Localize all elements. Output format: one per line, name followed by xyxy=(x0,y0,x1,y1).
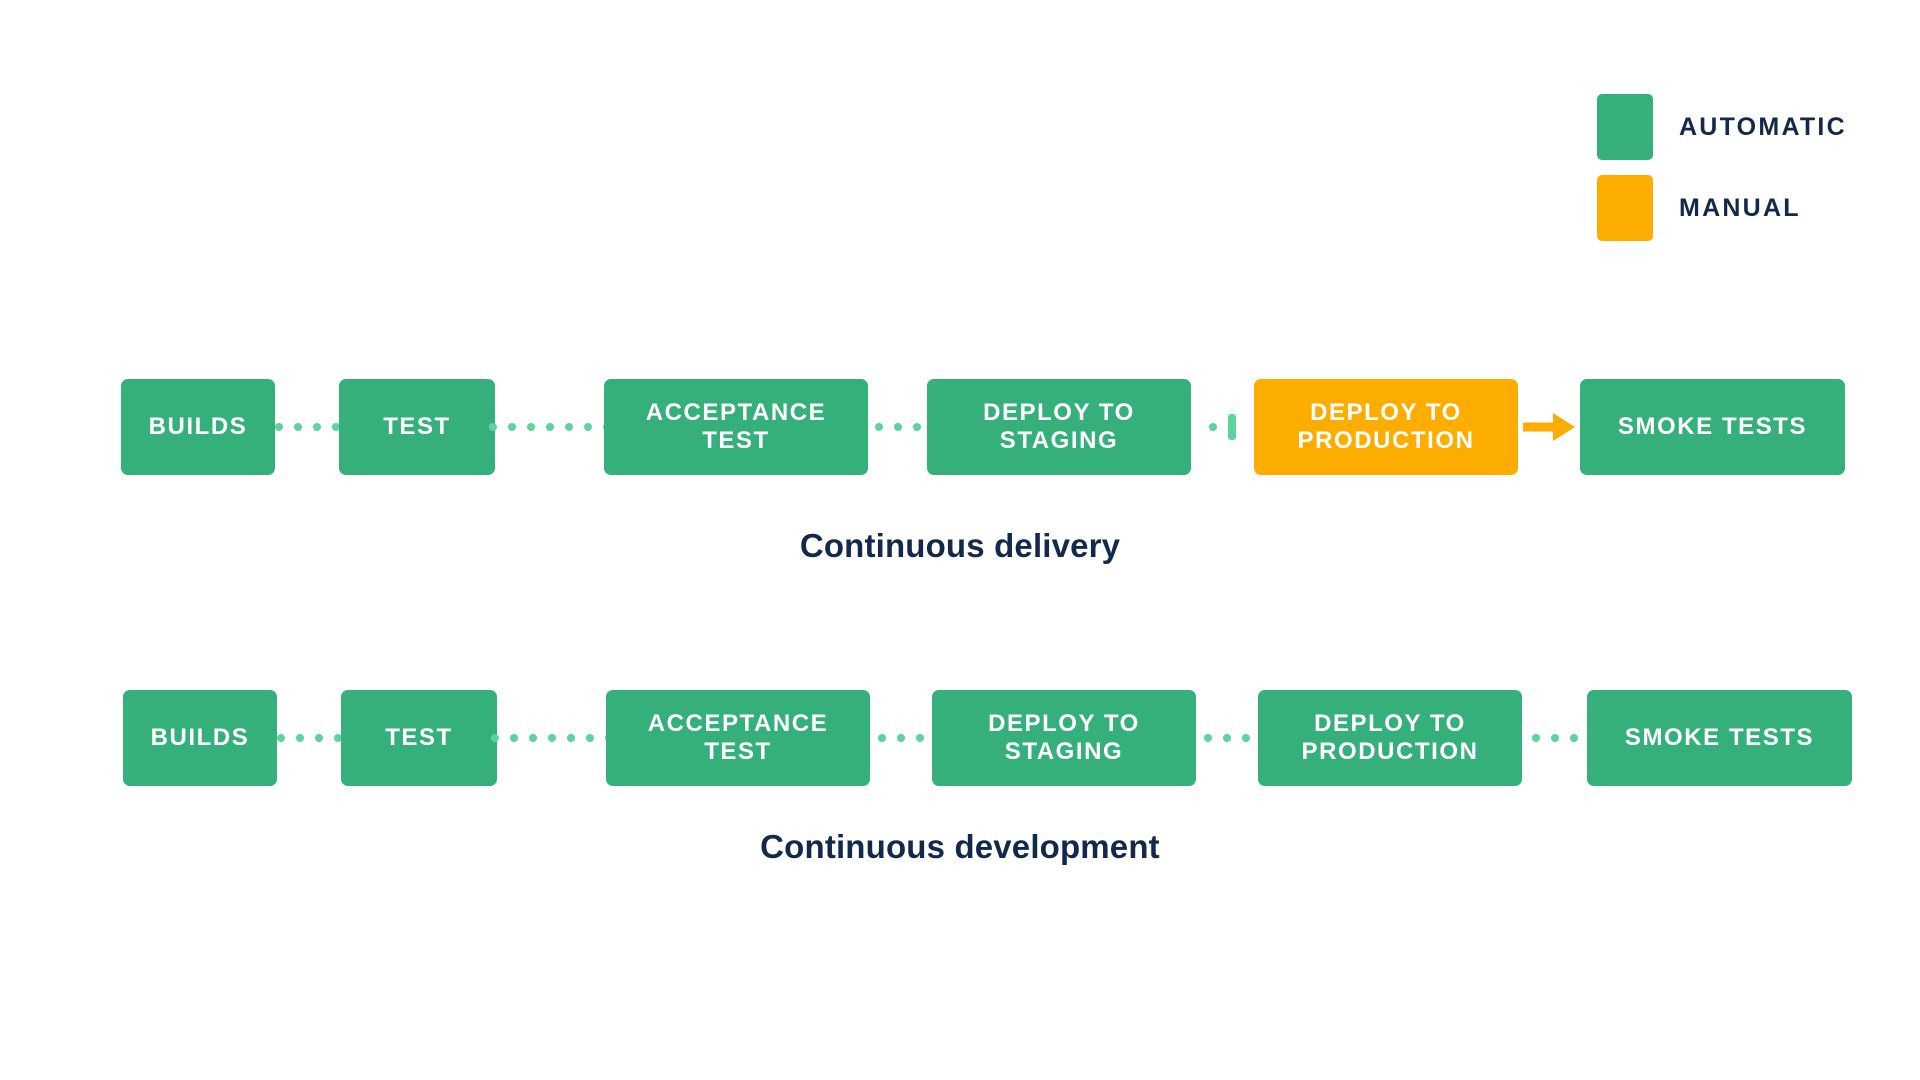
stage-smoke-tests[interactable]: SMOKE TESTS xyxy=(1587,690,1852,786)
stage-label: BUILDS xyxy=(148,412,248,440)
stage-builds[interactable]: BUILDS xyxy=(123,690,277,786)
pipeline-continuous-development: BUILDS TEST ACCEPTANCE TEST xyxy=(0,690,1920,786)
connector-dot xyxy=(314,734,323,742)
stage-label: DEPLOY TO STAGING xyxy=(988,709,1140,765)
connector-dot xyxy=(1550,734,1559,742)
connector-dot xyxy=(897,734,905,742)
stage-label: ACCEPTANCE TEST xyxy=(645,398,827,454)
connector-dot xyxy=(490,734,499,742)
connector-test-to-acceptance-test xyxy=(490,690,613,786)
pipeline-continuous-delivery: BUILDS TEST ACCEPTANCE TEST xyxy=(0,379,1920,475)
arrow-right-icon xyxy=(1518,379,1580,475)
legend-label-automatic: AUTOMATIC xyxy=(1679,112,1847,141)
stage-label: TEST xyxy=(383,412,451,440)
connector-acceptance-test-to-deploy-to-staging xyxy=(870,690,932,786)
stage-acceptance-test[interactable]: ACCEPTANCE TEST xyxy=(604,379,868,475)
connector-dot xyxy=(893,423,902,431)
automatic-color-swatch xyxy=(1597,94,1653,160)
stage-label: DEPLOY TO STAGING xyxy=(983,398,1135,454)
stage-label: TEST xyxy=(385,723,453,751)
connector-dot xyxy=(916,734,924,742)
caption-continuous-development: Continuous development xyxy=(760,828,1160,865)
connector-gate-bar xyxy=(1228,414,1236,440)
connector-dot xyxy=(1531,734,1540,742)
connector-dot xyxy=(1204,734,1212,742)
connector-deploy-to-production-to-smoke-tests xyxy=(1522,690,1587,786)
legend-item-manual: MANUAL xyxy=(1597,175,1847,241)
connector-dot xyxy=(878,734,886,742)
connector-dot xyxy=(1223,734,1231,742)
connector-deploy-to-staging-to-deploy-to-production xyxy=(1191,379,1254,475)
legend: AUTOMATIC MANUAL xyxy=(1597,94,1847,241)
connector-acceptance-test-to-deploy-to-staging xyxy=(868,379,927,475)
connector-dot xyxy=(276,734,285,742)
connector-dot xyxy=(566,734,575,742)
legend-label-manual: MANUAL xyxy=(1679,193,1801,222)
manual-color-swatch xyxy=(1597,175,1653,241)
connector-dot xyxy=(333,734,342,742)
stage-deploy-to-staging[interactable]: DEPLOY TO STAGING xyxy=(927,379,1191,475)
caption-continuous-delivery: Continuous delivery xyxy=(799,527,1121,564)
connector-dot xyxy=(1242,734,1250,742)
connector-dot xyxy=(526,423,535,431)
legend-item-automatic: AUTOMATIC xyxy=(1597,94,1847,160)
connector-dot xyxy=(545,423,554,431)
connector-dot xyxy=(295,734,304,742)
stage-label: DEPLOY TO PRODUCTION xyxy=(1301,709,1479,765)
stage-builds[interactable]: BUILDS xyxy=(121,379,275,475)
connector-builds-to-test xyxy=(274,379,340,475)
stage-deploy-to-production[interactable]: DEPLOY TO PRODUCTION xyxy=(1254,379,1518,475)
connector-dot xyxy=(1569,734,1578,742)
stage-smoke-tests[interactable]: SMOKE TESTS xyxy=(1580,379,1845,475)
connector-dot xyxy=(293,423,302,431)
stage-acceptance-test[interactable]: ACCEPTANCE TEST xyxy=(606,690,870,786)
connector-dot xyxy=(1209,423,1217,431)
connector-dot xyxy=(583,423,592,431)
connector-dot xyxy=(874,423,883,431)
stage-label: BUILDS xyxy=(150,723,250,751)
stage-test[interactable]: TEST xyxy=(339,379,495,475)
stage-label: DEPLOY TO PRODUCTION xyxy=(1297,398,1475,454)
connector-dot xyxy=(912,423,921,431)
connector-dot xyxy=(564,423,573,431)
connector-dot xyxy=(312,423,321,431)
connector-dot xyxy=(509,734,518,742)
connector-dot xyxy=(274,423,283,431)
connector-dot xyxy=(331,423,340,431)
stage-test[interactable]: TEST xyxy=(341,690,497,786)
stage-deploy-to-production[interactable]: DEPLOY TO PRODUCTION xyxy=(1258,690,1522,786)
connector-builds-to-test xyxy=(276,690,342,786)
connector-dot xyxy=(528,734,537,742)
connector-test-to-acceptance-test xyxy=(488,379,611,475)
connector-dot xyxy=(488,423,497,431)
stage-label: SMOKE TESTS xyxy=(1617,412,1808,440)
connector-dot xyxy=(547,734,556,742)
stage-deploy-to-staging[interactable]: DEPLOY TO STAGING xyxy=(932,690,1196,786)
connector-deploy-to-staging-to-deploy-to-production xyxy=(1196,690,1258,786)
connector-dot xyxy=(507,423,516,431)
stage-label: ACCEPTANCE TEST xyxy=(647,709,829,765)
connector-dot xyxy=(585,734,594,742)
stage-label: SMOKE TESTS xyxy=(1624,723,1815,751)
